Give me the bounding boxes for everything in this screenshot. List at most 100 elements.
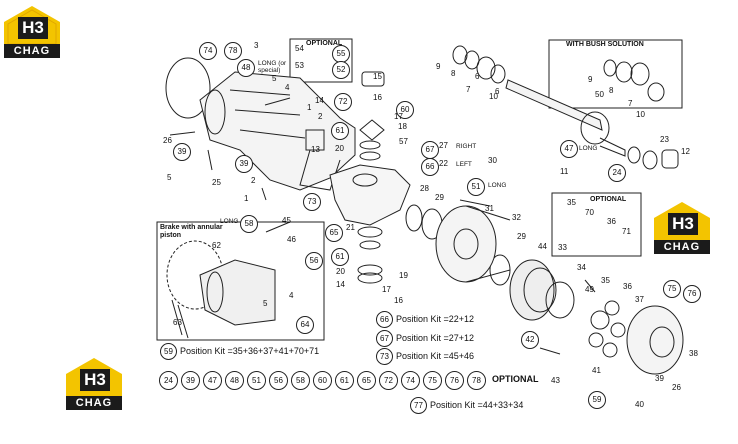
callout-59: 59 xyxy=(588,391,606,409)
callout-7: 7 xyxy=(628,99,633,108)
callout-6: 6 xyxy=(475,72,480,81)
hub-cover xyxy=(626,305,684,375)
kit-text: Position Kit =27+12 xyxy=(396,332,475,343)
kit-text: Position Kit =45+46 xyxy=(396,350,475,361)
callout-41: 41 xyxy=(592,366,601,375)
callout-17: 17 xyxy=(382,285,391,294)
callout-72: 72 xyxy=(334,93,352,111)
ring-gear xyxy=(509,259,557,321)
callout-61: 61 xyxy=(331,248,349,266)
callout-12: 12 xyxy=(681,147,690,156)
callout-5: 5 xyxy=(167,173,172,182)
callout-45: 45 xyxy=(282,216,291,225)
optional-item-78: 78 xyxy=(467,371,486,390)
callout-25: 25 xyxy=(212,178,221,187)
callout-67: 67 xyxy=(421,141,439,159)
kit-number: 66 xyxy=(376,311,393,328)
callout-4: 4 xyxy=(289,291,294,300)
kit-number: 73 xyxy=(376,348,393,365)
logo-mark: H3 xyxy=(80,369,110,391)
optional-item-65: 65 xyxy=(357,371,376,390)
callout-29: 29 xyxy=(517,232,526,241)
callout-7: 7 xyxy=(466,85,471,94)
callout-70: 70 xyxy=(585,208,594,217)
callout-39: 39 xyxy=(655,374,664,383)
optional-right-title: OPTIONAL xyxy=(590,196,627,203)
callout-43: 43 xyxy=(551,376,560,385)
callout-74: 74 xyxy=(199,42,217,60)
label-long-58: LONG xyxy=(220,218,239,225)
optional-item-76: 76 xyxy=(445,371,464,390)
callout-8: 8 xyxy=(451,69,456,78)
callout-28: 28 xyxy=(420,184,429,193)
callout-76: 76 xyxy=(683,285,701,303)
callout-20: 20 xyxy=(335,144,344,153)
callout-16: 16 xyxy=(394,296,403,305)
callout-5: 5 xyxy=(272,74,277,83)
optional-item-61: 61 xyxy=(335,371,354,390)
optional-item-56: 56 xyxy=(269,371,288,390)
callout-23: 23 xyxy=(660,135,669,144)
callout-49: 49 xyxy=(585,285,594,294)
kit-text: Position Kit =22+12 xyxy=(396,313,475,324)
callout-2: 2 xyxy=(318,112,323,121)
kit-text: Position Kit =44+33+34 xyxy=(430,399,524,410)
callout-33: 33 xyxy=(558,243,567,252)
logo-name: CHAG xyxy=(4,44,60,58)
callout-10: 10 xyxy=(636,110,645,119)
callout-26: 26 xyxy=(672,383,681,392)
label-long-47: LONG xyxy=(579,145,598,152)
callout-42: 42 xyxy=(521,331,539,349)
callout-27: 27 xyxy=(439,141,448,150)
callout-31: 31 xyxy=(485,204,494,213)
callout-35: 35 xyxy=(567,198,576,207)
optional-right-box xyxy=(551,192,642,257)
callout-1: 1 xyxy=(244,194,249,203)
callout-47: 47 xyxy=(560,140,578,158)
brand-logo: H3 CHAG xyxy=(66,356,122,414)
callout-38: 38 xyxy=(689,349,698,358)
callout-66: 66 xyxy=(421,158,439,176)
callout-6: 6 xyxy=(495,87,500,96)
optional-item-74: 74 xyxy=(401,371,420,390)
callout-57: 57 xyxy=(399,137,408,146)
callout-35: 35 xyxy=(601,276,610,285)
callout-73: 73 xyxy=(303,193,321,211)
callout-32: 32 xyxy=(512,213,521,222)
optional-item-60: 60 xyxy=(313,371,332,390)
drive-shaft xyxy=(505,79,626,157)
gear-carrier-34 xyxy=(545,281,575,319)
callout-62: 62 xyxy=(212,241,221,250)
brand-logo: H3 CHAG xyxy=(654,200,710,258)
callout-22: 22 xyxy=(439,159,448,168)
brake-box-title: Brake with annular piston xyxy=(160,224,223,239)
optional-box-title: OPTIONAL xyxy=(306,40,343,47)
optional-item-48: 48 xyxy=(225,371,244,390)
callout-15: 15 xyxy=(373,72,382,81)
callout-14: 14 xyxy=(315,96,324,105)
callout-9: 9 xyxy=(588,75,593,84)
kit-text: Position Kit =35+36+37+41+70+71 xyxy=(180,345,320,356)
callout-19: 19 xyxy=(399,271,408,280)
callout-20: 20 xyxy=(336,267,345,276)
label-right: RIGHT xyxy=(456,143,477,150)
callout-4: 4 xyxy=(285,83,290,92)
optional-item-51: 51 xyxy=(247,371,266,390)
steering-knuckle xyxy=(329,71,411,226)
bush-solution-box xyxy=(548,39,683,109)
bush-solution-title: WITH BUSH SOLUTION xyxy=(566,41,644,48)
axle-housing xyxy=(199,71,356,191)
logo-mark: H3 xyxy=(668,213,698,235)
o-ring-74 xyxy=(165,57,211,119)
optional-item-75: 75 xyxy=(423,371,442,390)
callout-13: 13 xyxy=(311,145,320,154)
optional-item-24: 24 xyxy=(159,371,178,390)
callout-8: 8 xyxy=(609,86,614,95)
callout-18: 18 xyxy=(398,122,407,131)
